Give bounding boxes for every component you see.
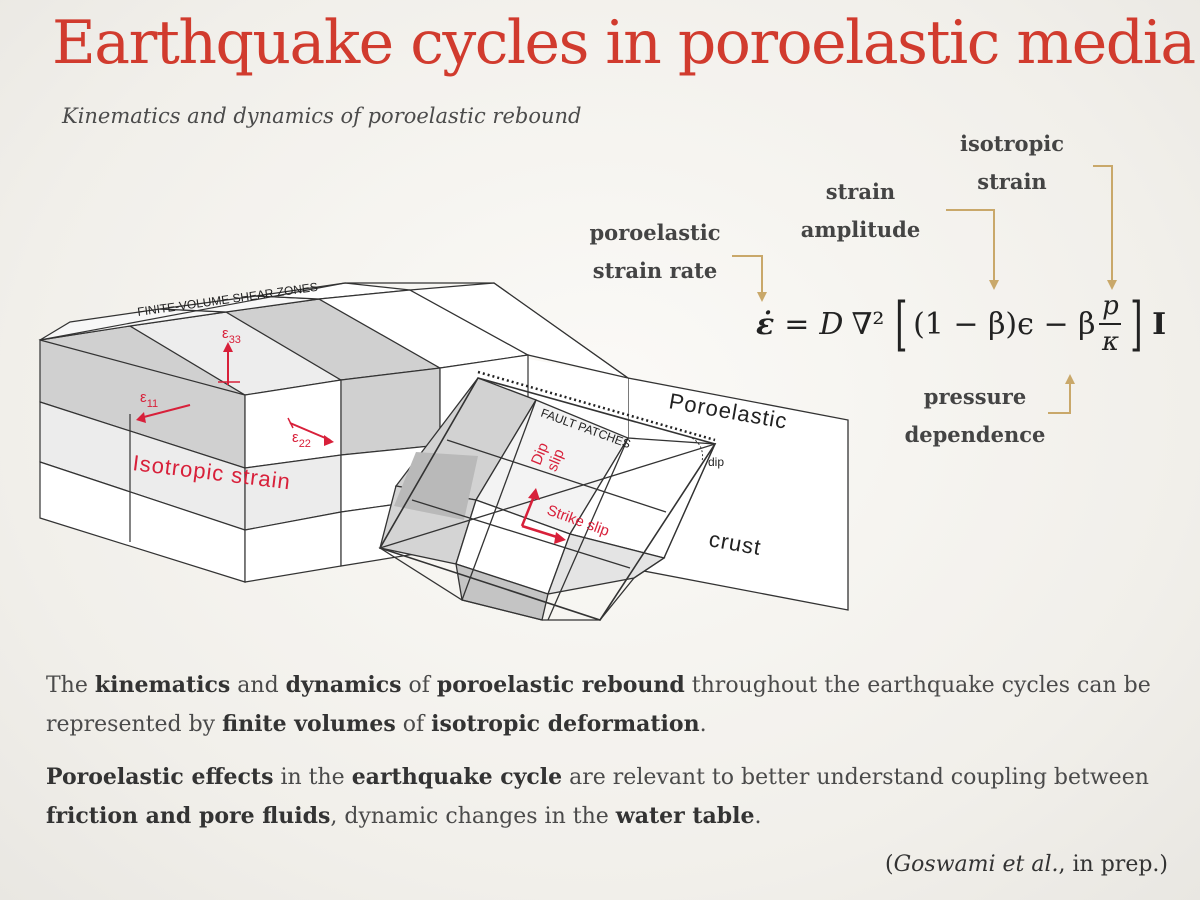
block-front xyxy=(39,339,246,583)
eq-term1: (1 − β)ϵ − β xyxy=(913,306,1096,342)
eq-laplacian: ∇² xyxy=(851,306,885,342)
paragraph-kinematics: The kinematics and dynamics of poroelast… xyxy=(46,672,1151,737)
eq-frac-num: p xyxy=(1102,291,1119,321)
eq-frac-den: κ xyxy=(1101,327,1120,357)
citation: (Goswami et al., in prep.) xyxy=(884,852,1168,877)
strain-arrows xyxy=(136,342,334,446)
eq-close-bracket: ] xyxy=(1130,290,1144,358)
page-subtitle: Kinematics and dynamics of poroelastic r… xyxy=(62,104,582,128)
label-strain-amplitude: strain amplitude xyxy=(800,179,921,242)
fault-patches xyxy=(378,377,717,621)
eq-equals: = xyxy=(784,306,810,342)
eq-lhs: ε̇ xyxy=(756,306,775,342)
eq-identity: I xyxy=(1152,306,1167,342)
dip-label: dip xyxy=(708,455,724,469)
eq-d: D xyxy=(819,306,844,342)
eq-open-bracket: [ xyxy=(895,290,908,358)
label-isotropic-strain: isotropic strain xyxy=(959,131,1065,194)
e11-label: ε11 xyxy=(140,389,158,410)
label-pressure-dependence: pressure dependence xyxy=(904,384,1046,447)
e33-label: ε33 xyxy=(222,325,241,346)
poroelastic-equation: ε̇ = D ∇² [ (1 − β)ϵ − β p κ ] I xyxy=(756,284,1166,364)
e22-label: ε22 xyxy=(292,429,311,450)
page-title: Earthquake cycles in poroelastic media xyxy=(52,8,1196,78)
dip-angle-arc xyxy=(691,437,703,463)
label-poroelastic-strain-rate: poroelastic strain rate xyxy=(589,220,721,283)
fault-top-edge xyxy=(477,370,716,442)
paragraph-poroelastic-effects: Poroelastic effects in the earthquake cy… xyxy=(46,764,1149,829)
slip-arrows xyxy=(520,488,566,544)
eq-fraction: p κ xyxy=(1099,291,1122,357)
